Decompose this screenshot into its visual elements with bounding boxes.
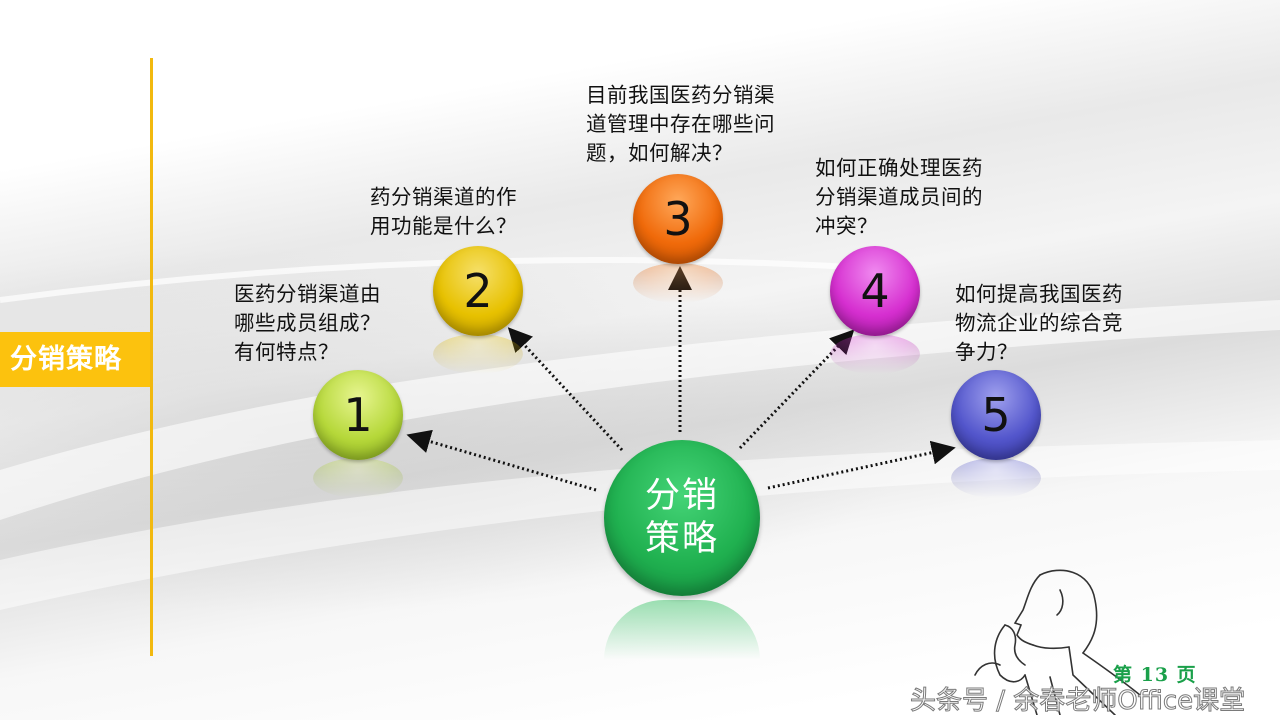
question-3-text: 目前我国医药分销渠 道管理中存在哪些问 题，如何解决？ xyxy=(586,83,775,165)
page-number: 第 13 页 xyxy=(1113,664,1197,686)
center-line-1: 分销 xyxy=(644,476,719,516)
circle-5-reflection xyxy=(951,458,1041,498)
thinking-man-sketch xyxy=(974,569,1141,715)
circle-1-reflection xyxy=(313,458,403,498)
circle-1[interactable]: 1 xyxy=(313,370,403,460)
watermark: 头条号 / 余春老师Office课堂 xyxy=(909,686,1246,717)
question-4-text: 如何正确处理医药 分销渠道成员间的 冲突？ xyxy=(815,156,983,238)
circle-4-reflection xyxy=(830,334,920,374)
center-circle[interactable]: 分销 策略 xyxy=(604,440,760,596)
question-2-text: 药分销渠道的作 用功能是什么？ xyxy=(370,185,517,238)
center-line-2: 策略 xyxy=(644,519,719,559)
circle-2-reflection xyxy=(433,334,523,374)
vertical-accent-line xyxy=(150,58,153,656)
circle-2[interactable]: 2 xyxy=(433,246,523,336)
question-1-text: 医药分销渠道由 哪些成员组成？ 有何特点？ xyxy=(234,282,381,364)
circle-4[interactable]: 4 xyxy=(830,246,920,336)
question-5-text: 如何提高我国医药 物流企业的综合竞 争力？ xyxy=(955,282,1123,364)
circle-3[interactable]: 3 xyxy=(633,174,723,264)
section-label: 分销策略 xyxy=(0,332,150,387)
center-circle-reflection xyxy=(604,600,760,660)
circle-3-reflection xyxy=(633,263,723,303)
circle-5[interactable]: 5 xyxy=(951,370,1041,460)
